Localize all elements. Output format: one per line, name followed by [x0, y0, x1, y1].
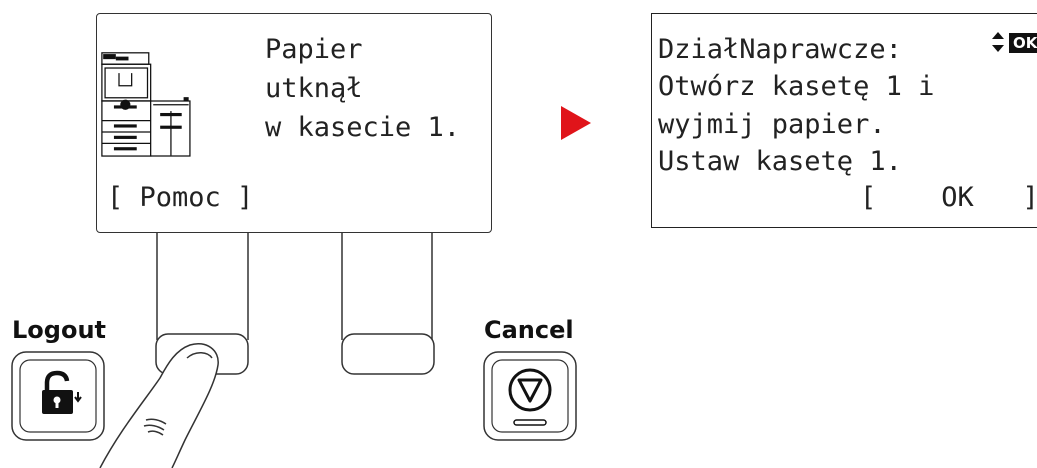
softkey-stems [156, 233, 433, 340]
right-display: DziałNaprawcze: Otwórz kasetę 1 i wyjmij… [651, 13, 1037, 228]
left-display: Papier utknął w kasecie 1. [ Pomoc ] [96, 13, 492, 233]
screen-title: DziałNaprawcze: [658, 34, 902, 65]
cancel-key[interactable] [483, 351, 577, 441]
jam-message-line-1: Papier [265, 34, 363, 65]
ok-badge: OK [1009, 33, 1037, 53]
logout-key-label: Logout [12, 316, 107, 344]
jam-message-line-2: utknął [265, 73, 363, 104]
instruction-line-3: Ustaw kasetę 1. [658, 146, 902, 177]
jam-message-line-3: w kasecie 1. [265, 112, 461, 143]
cancel-key-label: Cancel [484, 316, 574, 344]
finger-press-icon [99, 343, 219, 468]
next-step-arrow-icon [561, 106, 591, 140]
stop-icon [508, 368, 552, 426]
logout-lock-icon [42, 370, 82, 414]
instruction-line-2: wyjmij papier. [658, 109, 886, 140]
scroll-updown-icon [992, 32, 1004, 52]
instruction-line-1: Otwórz kasetę 1 i [658, 71, 935, 102]
printer-jam-icon [101, 52, 191, 157]
softkey-right[interactable] [341, 333, 435, 375]
help-softkey-label: [ Pomoc ] [107, 182, 254, 213]
ok-softkey-label: [ OK ] [860, 182, 1037, 213]
